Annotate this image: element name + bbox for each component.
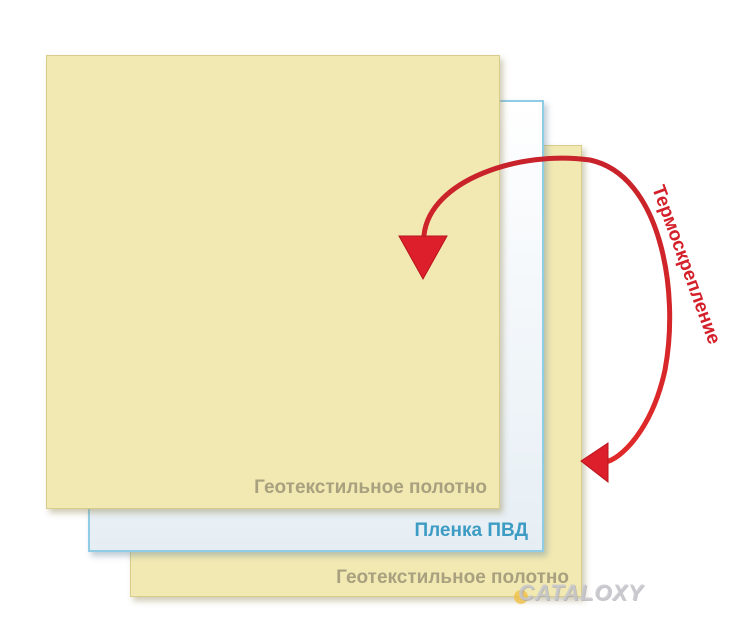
geotextile-front-label: Геотекстильное полотно (254, 477, 487, 498)
watermark-logo-icon (514, 590, 528, 604)
arrowhead-top (398, 235, 448, 281)
geotextile-back-label: Геотекстильное полотно (336, 567, 569, 588)
arrowhead-side (580, 442, 609, 484)
thermal-bonding-label: Термоскрепление (647, 183, 724, 348)
ldpe-film-label: Пленка ПВД (414, 520, 528, 541)
watermark: CATALOXY (518, 580, 644, 605)
arrow-curve (421, 155, 673, 465)
geotextile-front-layer: Геотекстильное полотно (46, 55, 500, 509)
